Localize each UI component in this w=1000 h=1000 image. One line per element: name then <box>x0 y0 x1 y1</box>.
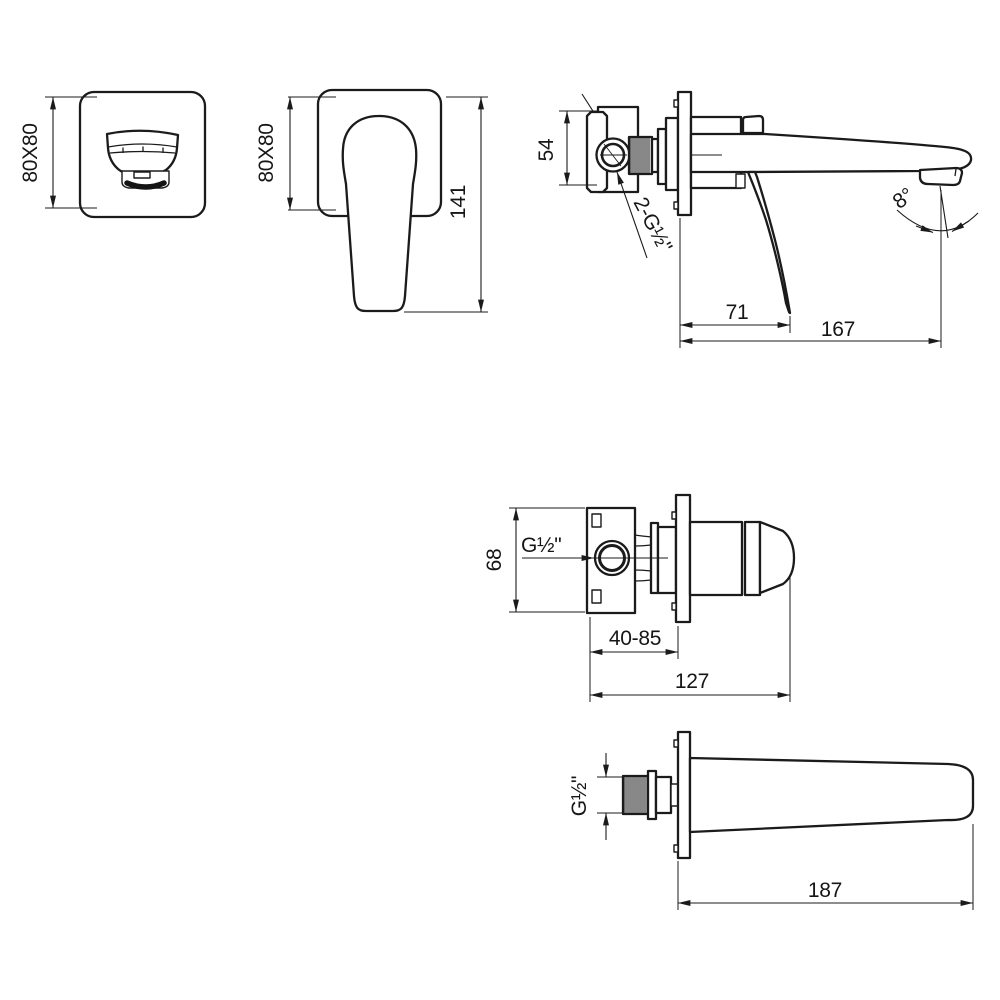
flange-notch <box>673 844 679 853</box>
dim-label-size: 80X80 <box>19 123 42 182</box>
dim-127: 127 <box>589 575 791 702</box>
fitting-step <box>656 127 668 186</box>
dim-label-inlet-thread: G½" <box>521 534 561 557</box>
angle-arrow <box>915 225 934 234</box>
wall-flange <box>674 493 692 624</box>
flow-direction-line <box>939 185 949 239</box>
thread-leader-line <box>616 171 648 259</box>
dim-label-body-width: 68 <box>483 549 506 572</box>
spout <box>689 132 973 174</box>
flange-notch <box>673 99 679 108</box>
handle-band-line <box>109 150 176 154</box>
valve-neck <box>656 525 678 595</box>
view-mixer-side: 54 2-G½" 71 167 8° <box>535 90 979 348</box>
dim-80x80-front: 80X80 <box>19 96 97 209</box>
dim-80x80-side: 80X80 <box>255 96 336 211</box>
spout-body <box>688 756 975 834</box>
flange-notch <box>671 602 677 611</box>
connection-thread <box>621 774 650 816</box>
aerator-lip <box>954 168 957 177</box>
dim-g12-thread: G½" <box>568 753 624 840</box>
dim-68: 68 <box>483 507 585 613</box>
trim-plate-outline <box>78 90 207 219</box>
dim-label-length: 187 <box>808 879 842 902</box>
thread-hatching <box>624 777 648 813</box>
handle-pivot <box>741 114 765 135</box>
thread-hatching <box>630 138 650 173</box>
handle-band-dividers <box>122 146 164 153</box>
connection-pipes <box>634 534 652 582</box>
handle-bowl <box>105 129 180 179</box>
fitting-collar <box>654 775 673 815</box>
dim-71: 71 <box>679 218 791 348</box>
dim-angle-8deg: 8° <box>889 184 979 239</box>
aerator <box>918 166 964 187</box>
dim-label-install-depth: 40-85 <box>609 627 661 650</box>
lever-handle <box>341 114 418 313</box>
dim-141: 141 <box>404 96 488 313</box>
flange-notch <box>673 739 679 748</box>
dim-label-size: 80X80 <box>255 123 278 182</box>
flange-notch <box>671 511 677 520</box>
screw-tab <box>591 589 602 604</box>
view-spout-plan: G½" 187 <box>568 730 975 910</box>
angle-arrow <box>951 220 970 232</box>
dim-label-spout-projection: 167 <box>821 318 855 341</box>
handle-front <box>105 129 180 190</box>
dim-label-total-projection: 127 <box>675 670 709 693</box>
dim-label-handle-projection: 71 <box>726 301 749 324</box>
view-valve-plan: G½" 68 40-85 127 <box>483 493 796 702</box>
dim-label-total-height: 141 <box>447 185 470 219</box>
handle-base-shadow <box>124 180 167 190</box>
handle-base-notch <box>133 171 151 179</box>
view-mixer-front: 80X80 141 <box>255 88 488 313</box>
side-lever-handle <box>746 170 792 315</box>
dim-167: 167 <box>679 190 942 348</box>
dim-187: 187 <box>677 824 974 910</box>
cartridge-housing <box>688 520 744 597</box>
cartridge-ring <box>743 520 762 597</box>
port-diagonal <box>603 143 622 167</box>
dim-label-connection-thread: G½" <box>568 776 591 816</box>
angle-arc <box>896 209 979 232</box>
dim-label-spout-angle: 8° <box>889 184 918 214</box>
handle-detail-lines <box>766 211 785 292</box>
rear-housing <box>664 116 680 192</box>
flange-notch <box>673 201 679 210</box>
view-handle-front: 80X80 <box>19 90 207 219</box>
wall-flange <box>676 730 692 860</box>
dim-54: 54 <box>535 110 597 186</box>
handle-dome <box>758 520 796 595</box>
screw-tab <box>591 513 602 528</box>
fitting-ring <box>646 769 658 821</box>
housing-corner <box>735 173 746 189</box>
handle-band-arc <box>107 143 178 148</box>
inlet-thread <box>627 135 654 176</box>
dim-40-85: 40-85 <box>589 617 679 702</box>
wall-flange <box>676 90 693 217</box>
dim-label-body-height: 54 <box>535 138 558 161</box>
